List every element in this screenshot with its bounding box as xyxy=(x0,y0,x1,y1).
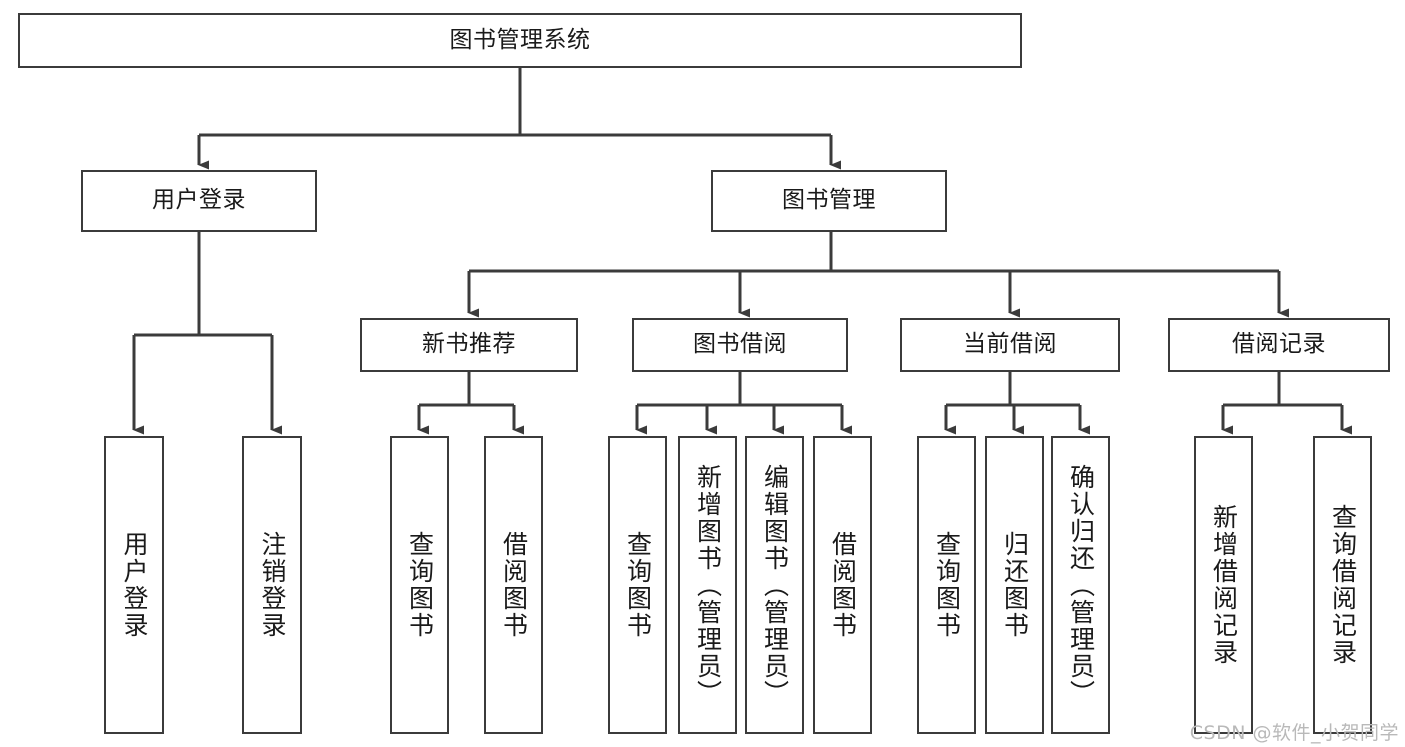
node-leaf-add-borrow-record-label: 新增借阅记录 xyxy=(1209,504,1239,666)
node-leaf-query-borrow-record-label: 查询借阅记录 xyxy=(1328,504,1358,666)
node-leaf-confirm-return-admin-label: 确认归还（管理员） xyxy=(1066,463,1096,707)
node-current-borrow[interactable]: 当前借阅 xyxy=(900,318,1120,372)
node-new-book-recommend[interactable]: 新书推荐 xyxy=(360,318,578,372)
node-leaf-query-book-recommend[interactable]: 查询图书 xyxy=(390,436,449,734)
node-leaf-query-book-borrow[interactable]: 查询图书 xyxy=(608,436,667,734)
node-leaf-query-book-recommend-label: 查询图书 xyxy=(405,531,435,639)
node-user-login-label: 用户登录 xyxy=(152,187,246,214)
node-book-borrow-label: 图书借阅 xyxy=(693,331,787,358)
node-leaf-query-borrow-record[interactable]: 查询借阅记录 xyxy=(1313,436,1372,734)
node-leaf-edit-book-admin[interactable]: 编辑图书（管理员） xyxy=(745,436,804,734)
node-root-system-label: 图书管理系统 xyxy=(449,26,591,53)
node-book-management[interactable]: 图书管理 xyxy=(711,170,947,232)
node-root-system[interactable]: 图书管理系统 xyxy=(18,13,1022,68)
node-leaf-borrow-book-label: 借阅图书 xyxy=(828,531,858,639)
node-leaf-user-login-label: 用户登录 xyxy=(120,531,149,639)
node-book-management-label: 图书管理 xyxy=(782,187,876,214)
node-leaf-add-book-admin-label: 新增图书（管理员） xyxy=(693,463,723,707)
node-leaf-add-book-admin[interactable]: 新增图书（管理员） xyxy=(678,436,737,734)
node-leaf-borrow-book[interactable]: 借阅图书 xyxy=(813,436,872,734)
node-leaf-borrow-book-recommend-label: 借阅图书 xyxy=(499,531,529,639)
node-leaf-return-book[interactable]: 归还图书 xyxy=(985,436,1044,734)
node-leaf-return-book-label: 归还图书 xyxy=(1000,531,1030,639)
node-leaf-borrow-book-recommend[interactable]: 借阅图书 xyxy=(484,436,543,734)
node-user-login[interactable]: 用户登录 xyxy=(81,170,317,232)
node-new-book-recommend-label: 新书推荐 xyxy=(422,331,516,358)
node-leaf-query-book-current-label: 查询图书 xyxy=(932,531,962,639)
csdn-watermark: CSDN @软件_小贺同学 xyxy=(1189,722,1399,744)
node-current-borrow-label: 当前借阅 xyxy=(963,331,1057,358)
node-leaf-confirm-return-admin[interactable]: 确认归还（管理员） xyxy=(1051,436,1110,734)
node-borrow-record-label: 借阅记录 xyxy=(1232,331,1326,358)
node-leaf-edit-book-admin-label: 编辑图书（管理员） xyxy=(760,463,790,707)
node-book-borrow[interactable]: 图书借阅 xyxy=(632,318,848,372)
node-borrow-record[interactable]: 借阅记录 xyxy=(1168,318,1390,372)
node-leaf-logout[interactable]: 注销登录 xyxy=(242,436,302,734)
node-leaf-query-book-current[interactable]: 查询图书 xyxy=(917,436,976,734)
node-leaf-query-book-borrow-label: 查询图书 xyxy=(623,531,653,639)
node-leaf-user-login[interactable]: 用户登录 xyxy=(104,436,164,734)
node-leaf-logout-label: 注销登录 xyxy=(258,531,287,639)
node-leaf-add-borrow-record[interactable]: 新增借阅记录 xyxy=(1194,436,1253,734)
